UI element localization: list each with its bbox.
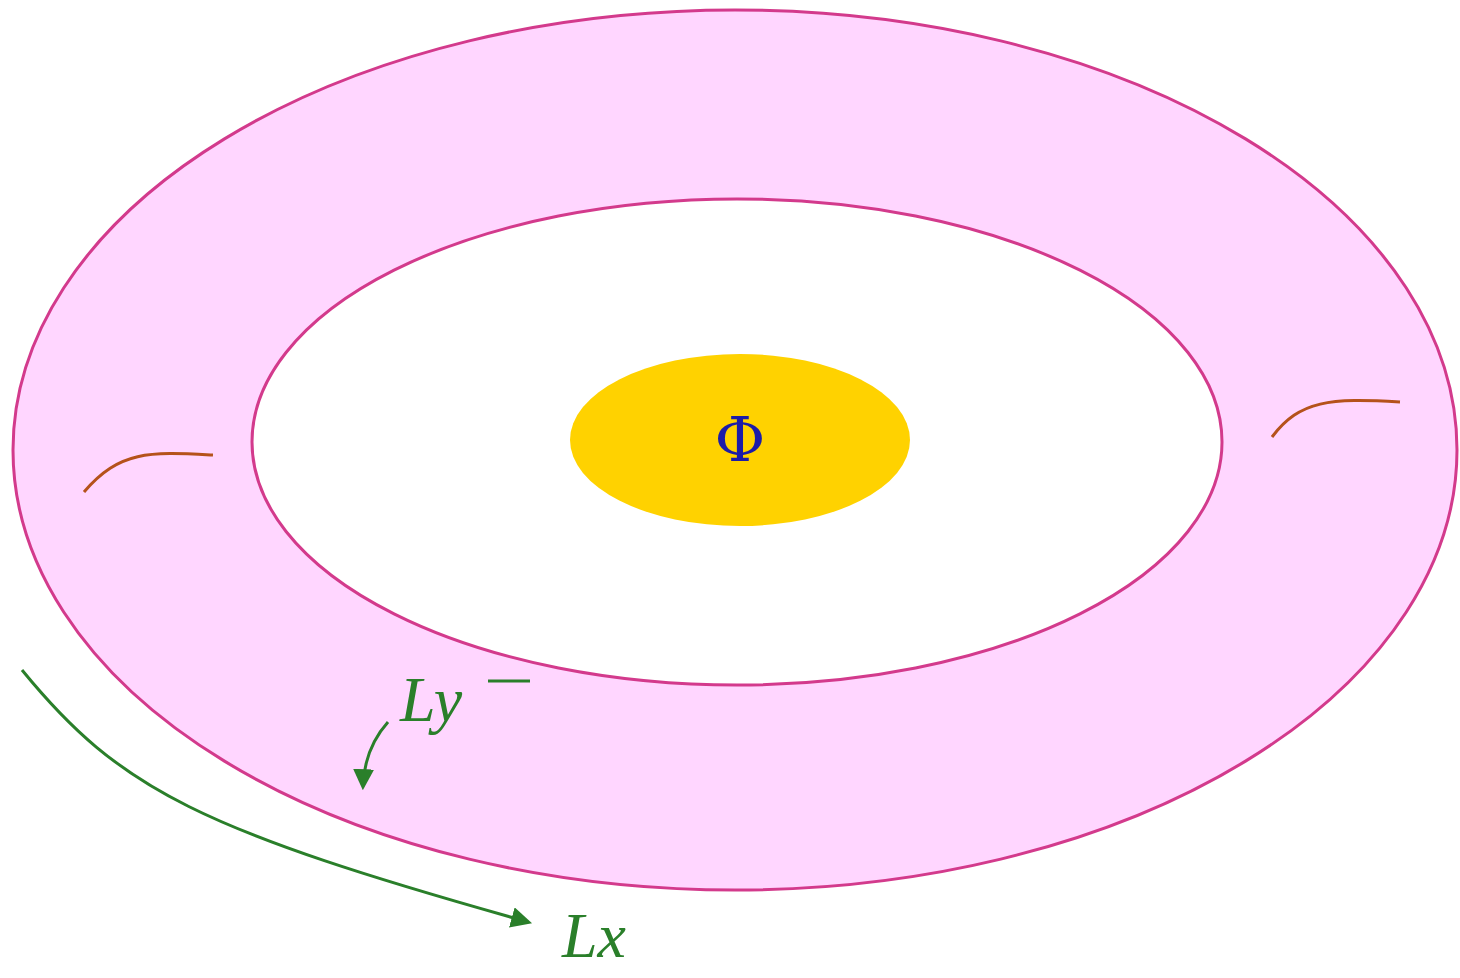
inner-torus-edge [252,199,1222,685]
ellipse-fill [570,354,910,526]
length-label: Lx [562,904,626,968]
flux-ellipse: Φ [570,354,910,526]
cut-curve [1272,401,1400,437]
flux-symbol: Φ [715,409,766,471]
cut-curve [84,454,213,492]
y-direction-arrow [363,722,388,786]
outer-torus-edge [13,10,1457,890]
dash-mark [488,680,530,683]
length-label: Ly [400,668,462,732]
